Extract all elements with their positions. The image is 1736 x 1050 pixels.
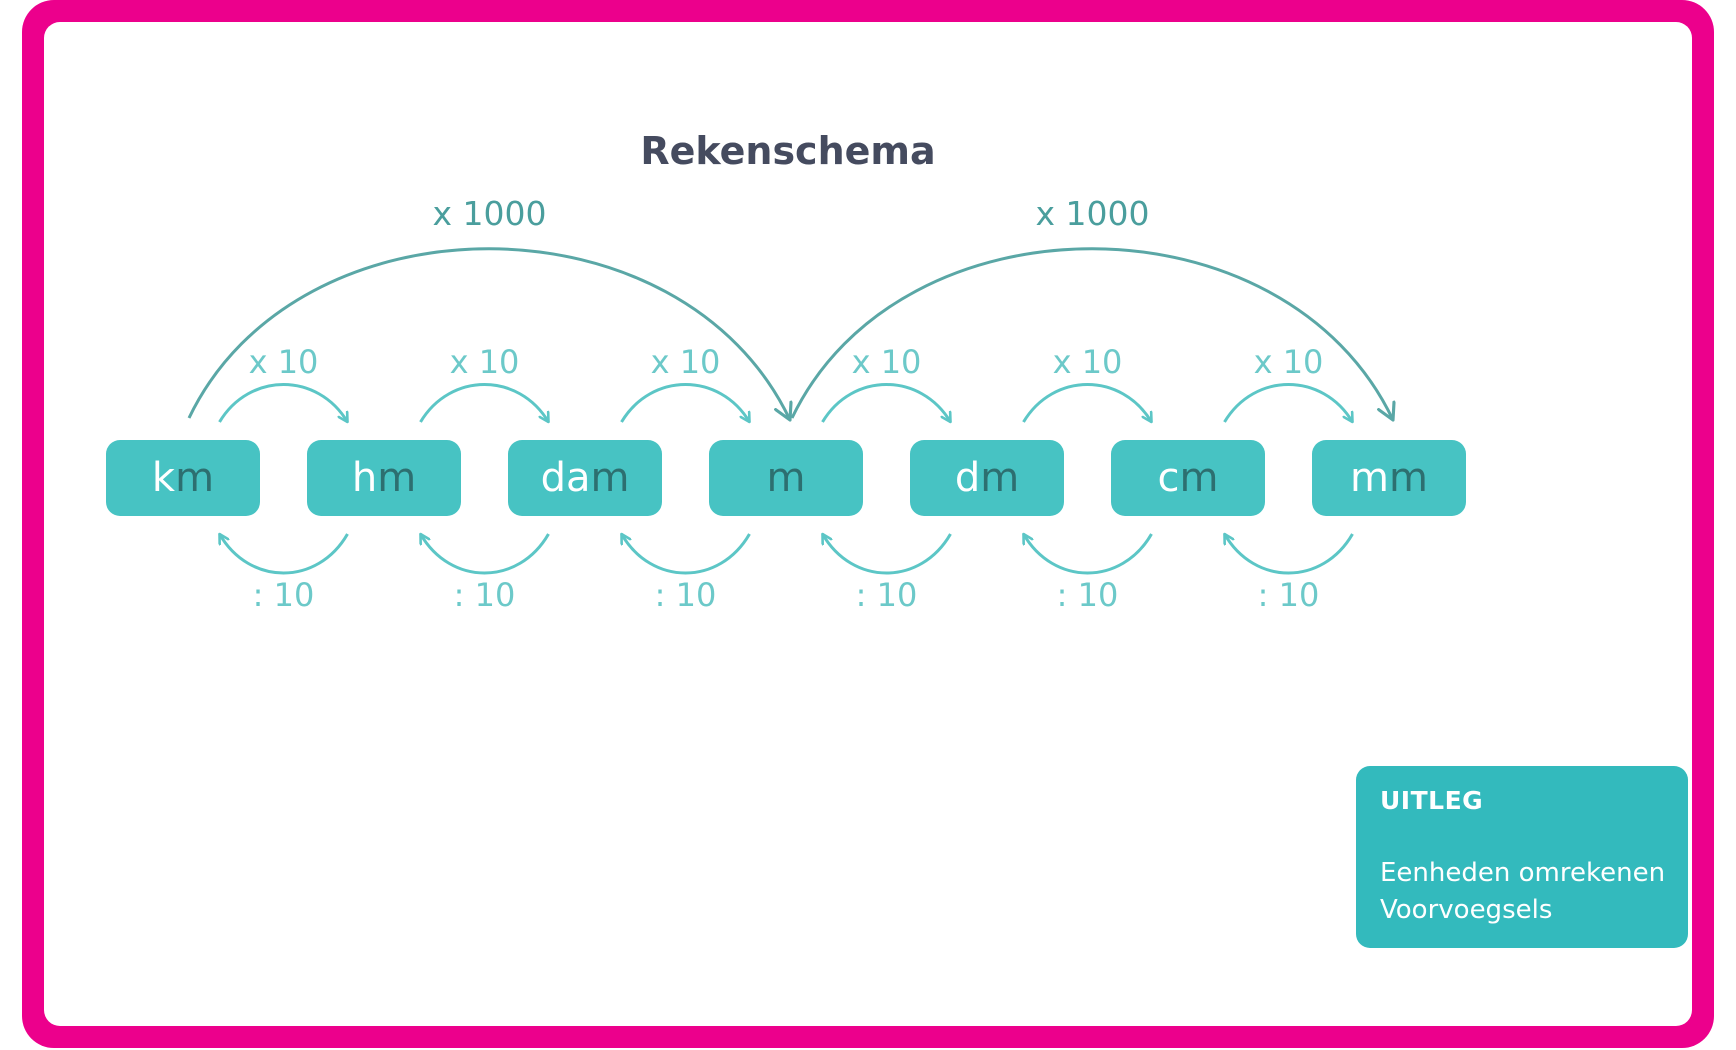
multiply-arrow-3: [821, 383, 951, 423]
multiply-arrow-1: [419, 383, 549, 423]
unit-box-dm: dm: [910, 440, 1064, 516]
unit-prefix: c: [1158, 455, 1180, 501]
unit-box-bg: [709, 440, 863, 516]
multiply-arrow-0: [218, 383, 348, 423]
unit-prefix: m: [1350, 455, 1389, 501]
link-eenheden-omrekenen[interactable]: Eenheden omrekenen: [1380, 858, 1666, 888]
unit-box-bg: [1111, 440, 1265, 516]
multiply-label-5: x 10: [1254, 343, 1324, 381]
diagram-title: Rekenschema: [640, 129, 935, 173]
divide-arrow-3: [823, 534, 952, 575]
multiply-arrow-4: [1022, 383, 1152, 423]
unit-box-bg: [307, 440, 461, 516]
unit-label-km: km: [152, 455, 214, 501]
divide-arrow-5: [1225, 534, 1354, 575]
unit-prefix: d: [955, 455, 980, 501]
unit-prefix: k: [152, 455, 176, 501]
unit-base: m: [980, 455, 1019, 501]
big-arrow-0: [187, 247, 790, 420]
small-arcs-group: x 10 : 10 x 10 : 10 x 10 : 10 x 10 : 10 x 10 : 10…: [220, 343, 1353, 614]
unit-box-km: km: [106, 440, 260, 516]
unit-base: m: [175, 455, 214, 501]
unit-prefix: h: [352, 455, 377, 501]
multiply-arrow-2: [620, 383, 750, 423]
big-arrow-label-1: x 1000: [1035, 194, 1149, 233]
unit-box-cm: cm: [1111, 440, 1265, 516]
unit-box-bg: [910, 440, 1064, 516]
multiply-arrow-5: [1223, 383, 1353, 423]
divide-label-0: : 10: [253, 576, 315, 614]
divide-label-3: : 10: [856, 576, 918, 614]
unit-box-bg: [106, 440, 260, 516]
unit-base: m: [377, 455, 416, 501]
divide-arrow-4: [1024, 534, 1153, 575]
unit-label-dm: dm: [955, 455, 1019, 501]
divide-arrow-0: [220, 534, 349, 575]
info-card-heading: UITLEG: [1380, 786, 1484, 815]
unit-box-bg: [508, 440, 662, 516]
unit-base: m: [767, 455, 806, 501]
unit-box-bg: [1312, 440, 1466, 516]
divide-label-4: : 10: [1057, 576, 1119, 614]
unit-prefix: da: [541, 455, 591, 501]
divide-arrow-1: [421, 534, 550, 575]
unit-label-hm: hm: [352, 455, 416, 501]
unit-box-m: m: [709, 440, 863, 516]
divide-arrow-2: [622, 534, 751, 575]
unit-box-dam: dam: [508, 440, 662, 516]
multiply-label-3: x 10: [852, 343, 922, 381]
big-arrow-1: [790, 247, 1393, 420]
unit-box-mm: mm: [1312, 440, 1466, 516]
unit-conversion-diagram: Rekenschema x 1000 x 1000 x 10 : 10 x 10 : 1…: [106, 129, 1466, 614]
unit-box-hm: hm: [307, 440, 461, 516]
multiply-label-1: x 10: [450, 343, 520, 381]
divide-label-5: : 10: [1258, 576, 1320, 614]
divide-label-1: : 10: [454, 576, 516, 614]
multiply-label-4: x 10: [1053, 343, 1123, 381]
content-area: Rekenschema x 1000 x 1000 x 10 : 10 x 10 : 1…: [44, 22, 1692, 1026]
info-card: UITLEG Eenheden omrekenen Voorvoegsels: [1356, 766, 1688, 948]
unit-label-cm: cm: [1158, 455, 1219, 501]
big-arcs-group: x 1000 x 1000: [187, 194, 1393, 420]
multiply-label-2: x 10: [651, 343, 721, 381]
big-arrow-label-0: x 1000: [432, 194, 546, 233]
unit-label-mm: mm: [1350, 455, 1428, 501]
unit-base: m: [590, 455, 629, 501]
divide-label-2: : 10: [655, 576, 717, 614]
unit-base: m: [1389, 455, 1428, 501]
page-frame: Rekenschema x 1000 x 1000 x 10 : 10 x 10 : 1…: [22, 0, 1714, 1048]
multiply-label-0: x 10: [249, 343, 319, 381]
unit-base: m: [1180, 455, 1219, 501]
link-voorvoegsels[interactable]: Voorvoegsels: [1380, 895, 1553, 925]
unit-label-dam: dam: [541, 455, 630, 501]
unit-label-m: m: [767, 455, 806, 501]
